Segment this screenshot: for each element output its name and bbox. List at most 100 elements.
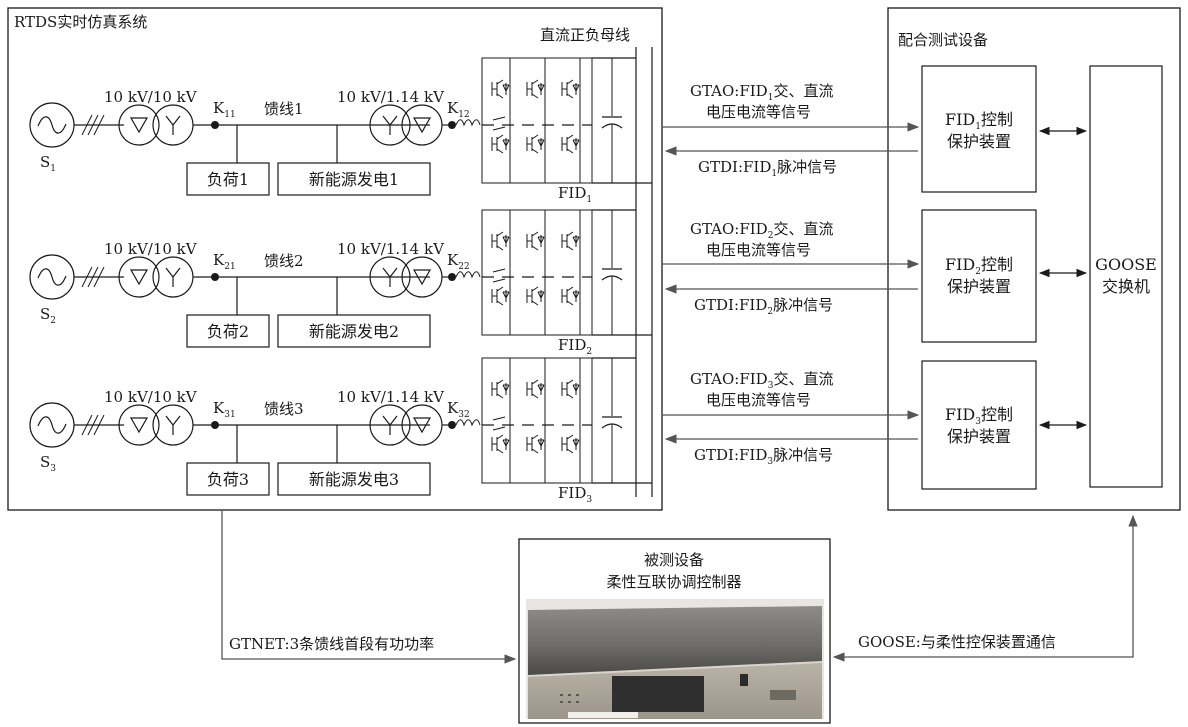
load-box	[186, 162, 270, 196]
igbt-switch-icon	[491, 434, 510, 454]
svg-text:交换机: 交换机	[1102, 277, 1150, 296]
source-label: S3	[40, 453, 56, 474]
indicator-leds-icon	[560, 694, 579, 703]
gtdi-label: GTDI:FID1脉冲信号	[698, 158, 837, 179]
gtao-label-line2: 电压电流等信号	[706, 103, 811, 121]
transformer-winding-delta	[118, 104, 160, 146]
fid2-controller: FID2控制 保护装置	[921, 209, 1037, 343]
gtdi-label: GTDI:FID3脉冲信号	[694, 446, 833, 467]
port-strip	[568, 712, 638, 718]
load-box	[186, 314, 270, 348]
transformer1-rating: 10 kV/10 kV	[104, 88, 198, 106]
switch-k2-label: K32	[447, 399, 470, 420]
signal-set-3: GTAO:FID3交、直流 电压电流等信号 GTDI:FID3脉冲信号	[662, 370, 920, 467]
igbt-switch-icon	[561, 434, 580, 454]
sine-wave-icon	[37, 116, 67, 134]
renewable-gen-label: 新能源发电1	[309, 170, 399, 189]
igbt-switch-icon	[491, 79, 510, 99]
wye-symbol-icon	[165, 267, 181, 287]
signal-set-1: GTAO:FID1交、直流 电压电流等信号 GTDI:FID1脉冲信号	[662, 82, 920, 179]
delta-symbol-icon	[412, 269, 432, 286]
inductor-icon	[455, 419, 481, 427]
rtds-title: RTDS实时仿真系统	[14, 13, 147, 31]
gtao-label: GTAO:FID1交、直流	[690, 82, 833, 103]
igbt-switch-icon	[526, 79, 545, 99]
gtao-label-line2: 电压电流等信号	[706, 391, 811, 409]
transformer2-rating: 10 kV/1.14 kV	[337, 388, 445, 406]
svg-text:保护装置: 保护装置	[947, 277, 1011, 296]
three-phase-marker-icon	[81, 414, 105, 436]
igbt-switch-icon	[561, 231, 580, 251]
renewable-gen-box	[277, 462, 431, 496]
converter-frame	[481, 209, 593, 336]
device-under-test: 被测设备 柔性互联协调控制器	[518, 538, 831, 724]
source-label: S2	[40, 305, 56, 326]
signal-set-2: GTAO:FID2交、直流 电压电流等信号 GTDI:FID2脉冲信号	[662, 220, 920, 317]
three-phase-marker-icon	[81, 266, 105, 288]
switch-k1-node	[211, 121, 219, 129]
igbt-switch-icon	[561, 134, 580, 154]
gtao-label-line2: 电压电流等信号	[706, 241, 811, 259]
wye-symbol-icon	[165, 115, 181, 135]
renewable-gen-label: 新能源发电2	[309, 322, 399, 341]
test-equipment-title: 配合测试设备	[898, 31, 988, 49]
igbt-switch-icon	[561, 286, 580, 306]
source-label: S1	[40, 153, 56, 174]
sine-wave-icon	[37, 416, 67, 434]
gtnet-link	[221, 510, 517, 664]
igbt-switch-icon	[491, 134, 510, 154]
transformer2-winding-wye	[369, 256, 411, 298]
renewable-gen-box	[277, 314, 431, 348]
rtds-frame	[7, 7, 663, 511]
dut-subtitle: 柔性互联协调控制器	[606, 573, 741, 591]
wye-symbol-icon	[382, 267, 398, 287]
igbt-switch-icon	[491, 231, 510, 251]
load-box	[186, 462, 270, 496]
load-label: 负荷3	[207, 470, 249, 489]
switch-k2-label: K12	[447, 99, 470, 120]
gtnet-label: GTNET:3条馈线首段有功功率	[229, 635, 434, 653]
goose-link	[832, 514, 1138, 662]
svg-text:保护装置: 保护装置	[947, 427, 1011, 446]
transformer1-rating: 10 kV/10 kV	[104, 240, 198, 258]
igbt-switch-icon	[526, 434, 545, 454]
delta-symbol-icon	[129, 117, 149, 134]
load-label: 负荷1	[207, 170, 249, 189]
feeder-3: S3 10 kV/10 kV K31 馈线3 负荷3 新能源发电3 10 kV/…	[29, 357, 652, 505]
transformer-winding-delta	[118, 404, 160, 446]
switch-k2-node	[448, 121, 456, 129]
switch-k1-node	[211, 421, 219, 429]
three-phase-marker-icon	[81, 114, 105, 136]
inductor-icon	[455, 271, 481, 279]
wye-symbol-icon	[382, 415, 398, 435]
fid-label: FID3	[558, 484, 592, 505]
sine-wave-icon	[37, 268, 67, 286]
switch-k1-label: K11	[213, 99, 236, 120]
igbt-switch-icon	[561, 79, 580, 99]
feeder-1: S1 10 kV/10 kV K11 馈线1 负荷1 新能源发电1 10 kV/…	[29, 57, 652, 205]
svg-text:FID1控制: FID1控制	[945, 110, 1013, 132]
delta-symbol-icon	[412, 117, 432, 134]
fid3-controller: FID3控制 保护装置	[921, 360, 1037, 490]
svg-text:GOOSE: GOOSE	[1095, 255, 1157, 274]
nameplate	[770, 690, 796, 700]
transformer2-winding-wye	[369, 104, 411, 146]
wye-symbol-icon	[165, 415, 181, 435]
igbt-switch-icon	[526, 286, 545, 306]
gtdi-label: GTDI:FID2脉冲信号	[694, 296, 833, 317]
igbt-switch-icon	[491, 286, 510, 306]
feeder-name: 馈线2	[264, 252, 304, 270]
switch-k2-node	[448, 273, 456, 281]
igbt-switch-icon	[561, 379, 580, 399]
display-panel	[612, 676, 704, 712]
transformer1-rating: 10 kV/10 kV	[104, 388, 198, 406]
power-switch-icon	[740, 674, 748, 686]
transformer2-rating: 10 kV/1.14 kV	[337, 240, 445, 258]
switch-k1-node	[211, 273, 219, 281]
igbt-switch-icon	[526, 134, 545, 154]
igbt-switch-icon	[526, 379, 545, 399]
svg-text:保护装置: 保护装置	[947, 132, 1011, 151]
goose-switch: GOOSE 交换机	[1089, 65, 1163, 488]
renewable-gen-box	[277, 162, 431, 196]
